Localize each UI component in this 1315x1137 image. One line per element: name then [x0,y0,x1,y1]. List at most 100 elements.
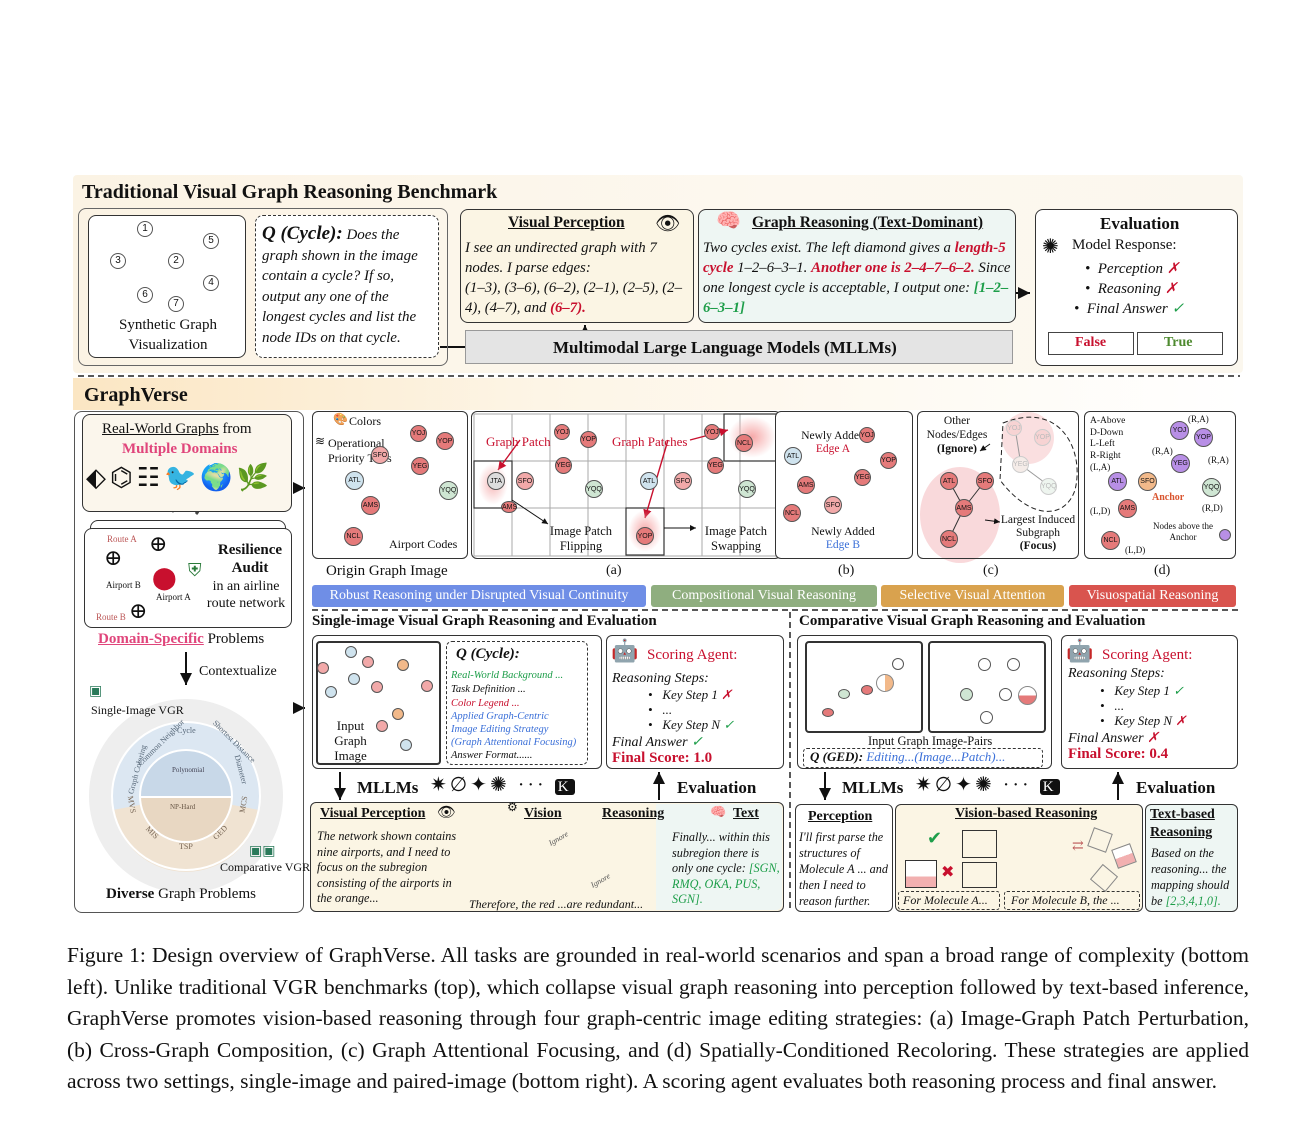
comparative-key-step-1: • Key Step 1 ✓ [1100,683,1185,698]
graph-node [838,689,850,699]
comparative-key-step-n: • Key Step N ✗ [1100,713,1187,728]
graph-node [371,681,383,693]
graph-patch-label: Graph Patch [486,434,551,449]
synthetic-node: 3 [110,253,126,269]
graph-node: NCL [783,504,801,522]
comparative-title: Comparative Visual Graph Reasoning and E… [799,613,1146,629]
origin-caption: Origin Graph Image [326,563,448,579]
half-node [1018,686,1037,705]
resilience-title: Resilience Audit [217,542,283,576]
comparative-perception-panel [795,804,893,912]
graph-node: SFO [674,472,692,490]
single-q-line: Answer Format...... [451,750,533,761]
domain-specific-label: Domain-Specific Problems [98,631,265,647]
comparative-final-answer: Final Answer ✗ [1068,731,1159,746]
comparative-evaluation: Evaluation [1136,778,1216,797]
pairs-label: Input Graph Image-Pairs [868,734,993,748]
graph-node [376,720,388,732]
patch-highlight [728,416,776,458]
banner-selective: Selective Visual Attention [881,585,1064,607]
cross-icon: ✗ [1147,731,1159,746]
single-perception-text: The network shown contains nine airports… [317,829,457,905]
graph-node: YEG [411,457,429,475]
diverse-label: Diverse Graph Problems [106,886,256,902]
reasoning-text-2: 1–2–6–3–1. [737,260,808,276]
single-final-answer: Final Answer ✓ [612,735,703,750]
comparative-reasoning-steps: Reasoning Steps: [1068,666,1165,681]
graph-node: YOJ [859,427,875,443]
flow-icon: ⇄ [1072,839,1084,854]
perception-edge-red: (6–7). [550,300,586,316]
synthetic-node: 4 [203,275,219,291]
other-nodes-label: Other Nodes/Edges(Ignore) [926,415,988,455]
graph-node: SFO [976,472,994,490]
comparative-perception-title: Perception [808,809,873,824]
check-icon: ✓ [1171,301,1185,317]
graph-node [892,658,904,670]
image-pair-icon: ▣▣ [249,844,276,859]
direction-tag: (L,A) [1090,462,1111,472]
graph-node: AMS [361,496,380,515]
mol-b-label: For Molecule B, the ... [1011,893,1120,907]
single-title: Single-image Visual Graph Reasoning and … [312,613,657,629]
wheel-label: Cycle [177,726,196,735]
evaluation-panel [1035,209,1238,366]
graph-node: YOJ [704,424,720,440]
comparative-mllms: MLLMs [842,778,904,797]
comparative-scoring-panel [1061,635,1238,769]
route-b-label: Route B [96,612,126,622]
graph-node: YEG [854,469,871,486]
question-body: Does the graph shown in the image contai… [262,227,418,346]
comparative-query-panel [797,635,1052,769]
graph-node: SFO [824,496,842,514]
eval-item-final: • Final Answer ✓ [1074,301,1185,317]
airplane-icon: ⊕ [129,598,148,623]
eval-false-box [1048,332,1134,355]
graph-node: ATL [1108,472,1127,491]
comparative-dots: • ... [1100,698,1125,713]
comparative-final-score: Final Score: 0.4 [1068,746,1169,762]
perception-line: I see an undirected graph with 7 nodes. … [465,240,657,276]
text-reasoning-panel [1145,804,1238,912]
comparative-vgr-label: Comparative VGR [220,860,311,874]
mini-box [905,860,937,888]
single-evaluation: Evaluation [677,778,757,797]
eye-icon: 👁 [655,213,681,235]
reasoning-text-1: Two cycles exist. The left diamond gives… [703,240,951,256]
figure-caption: Figure 1: Design overview of GraphVerse.… [67,943,1249,1093]
single-scoring-label: Scoring Agent: [647,647,738,663]
color-wheel-icon: 🎨 [333,412,348,426]
molecule-sketch: ✔ ✖ [905,826,1000,888]
graphverse-title: GraphVerse [84,384,188,406]
comparative-scoring-label: Scoring Agent: [1102,647,1193,663]
question-text: Q (Cycle): Does the graph shown in the i… [262,223,434,348]
visual-perception-panel [460,209,694,323]
synthetic-node: 5 [203,233,219,249]
graph-node [861,685,873,695]
location-pin-icon: ⬤ [152,565,177,590]
synthetic-node: 7 [168,296,184,312]
graph-node: AMS [1118,499,1137,518]
graph-node: YQQ [585,480,603,498]
top-outer-frame [78,208,448,366]
perception-edges: (1–3), (3–6), (6–2), (2–1), (2–5), (2–4)… [465,280,682,316]
check-icon: ✓ [723,717,735,732]
reasoning-green: [1–2–6–3–1] [703,280,1009,316]
single-vision: Vision [524,806,562,821]
synthetic-node: 6 [137,287,153,303]
graph-node: YQQ [1040,478,1057,495]
single-therefore: Therefore, the red ...are redundant... [469,897,644,911]
single-final-score: Final Score: 1.0 [612,750,713,766]
nodes-above-label: Nodes above the Anchor [1153,521,1213,542]
label-a: (a) [606,563,622,578]
graph-node [980,711,993,724]
graph-node: YOP [1034,429,1051,446]
left-column-frame [74,411,304,913]
single-perception-title: Visual Perception [320,806,426,821]
graph-node: AMS [797,476,815,494]
graph-node: ATL [940,472,958,490]
mini-box [962,862,997,888]
attention-panel [917,411,1079,559]
